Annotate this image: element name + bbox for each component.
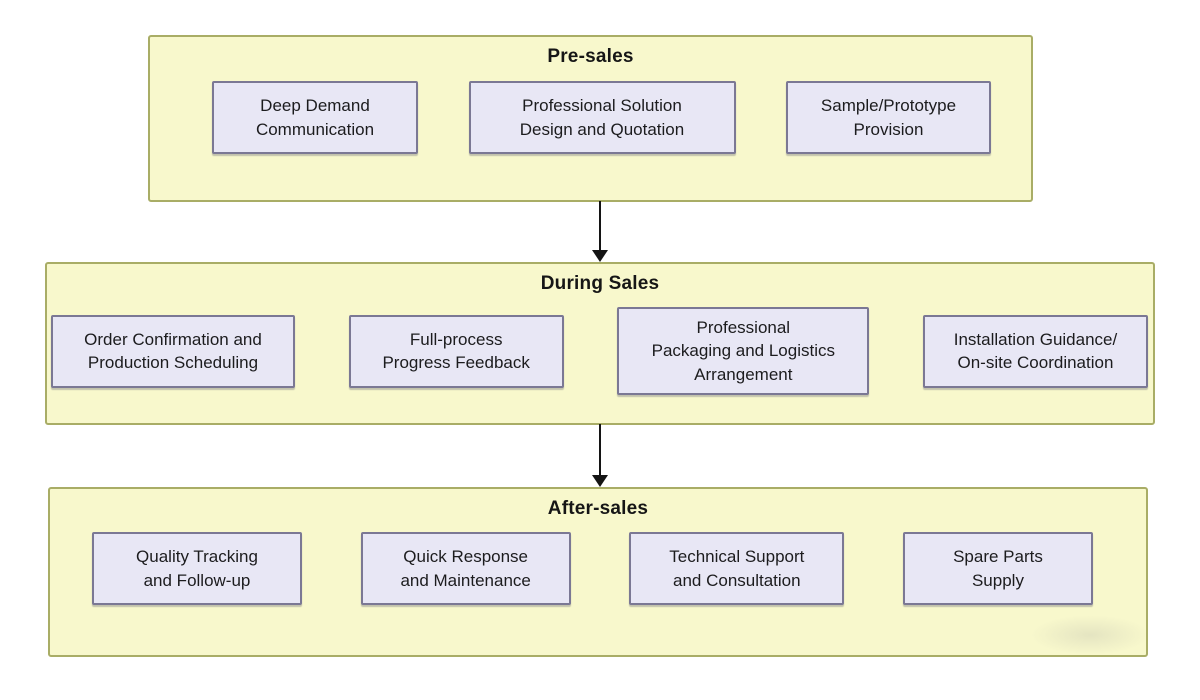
flow-arrow-during-to-after <box>592 424 608 487</box>
process-box-order-confirmation-scheduling: Order Confirmation and Production Schedu… <box>51 314 295 388</box>
stage-pre-sales-title: Pre-sales <box>547 46 634 67</box>
process-box-quality-tracking: Quality Tracking and Follow-up <box>92 532 302 605</box>
arrow-shaft <box>599 201 601 251</box>
process-box-sample-prototype-provision: Sample/Prototype Provision <box>786 81 991 154</box>
process-box-installation-guidance: Installation Guidance/ On-site Coordinat… <box>922 314 1148 388</box>
arrow-down-icon <box>592 475 608 487</box>
stage-pre-sales: Pre-sales Deep Demand Communication Prof… <box>148 35 1033 202</box>
process-box-solution-design-quotation: Professional Solution Design and Quotati… <box>468 81 736 154</box>
stage-during-sales-items-row: Order Confirmation and Production Schedu… <box>47 307 1153 396</box>
process-box-packaging-logistics: Professional Packaging and Logistics Arr… <box>617 307 870 396</box>
process-box-technical-support: Technical Support and Consultation <box>629 532 845 605</box>
stage-during-sales: During Sales Order Confirmation and Prod… <box>45 262 1155 425</box>
process-box-deep-demand-communication: Deep Demand Communication <box>212 81 418 154</box>
stage-after-sales-title: After-sales <box>547 498 649 519</box>
flow-arrow-pre-to-during <box>592 201 608 262</box>
stage-pre-sales-items-row: Deep Demand Communication Professional S… <box>150 81 1031 154</box>
stage-during-sales-title: During Sales <box>540 273 660 294</box>
process-box-progress-feedback: Full-process Progress Feedback <box>348 314 564 388</box>
stage-after-sales-items-row: Quality Tracking and Follow-up Quick Res… <box>50 532 1146 605</box>
stage-after-sales: After-sales Quality Tracking and Follow-… <box>48 487 1148 657</box>
process-box-quick-response-maintenance: Quick Response and Maintenance <box>360 532 571 605</box>
arrow-down-icon <box>592 250 608 262</box>
process-box-spare-parts-supply: Spare Parts Supply <box>902 532 1093 605</box>
arrow-shaft <box>599 424 601 476</box>
